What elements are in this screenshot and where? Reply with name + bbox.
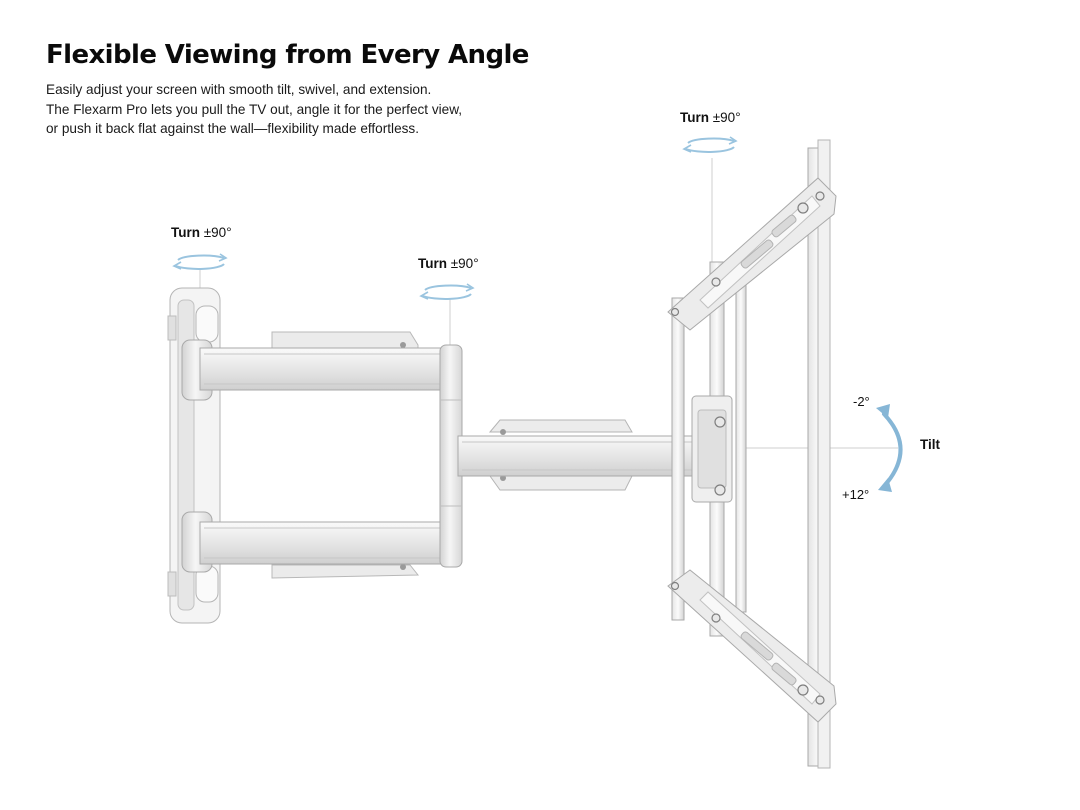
tv-frame [667,139,837,769]
description-line-1: Easily adjust your screen with smooth ti… [46,82,432,97]
tilt-down-angle: +12° [842,487,870,502]
arm-support-brackets [271,331,420,579]
tilt-label: Tilt [920,437,940,452]
upper-arms [181,339,445,573]
tilt-arrow [876,404,903,492]
tilt-up-angle: -2° [853,394,870,409]
rotation-arrow-wall-joint [172,253,228,270]
turn-callout-tv-joint: Turn ±90° [680,110,741,125]
description-line-2: The Flexarm Pro lets you pull the TV out… [46,101,463,117]
rotation-arrow-elbow-joint [419,283,475,300]
description-line-3: or push it back flat against the wall—fl… [46,121,419,136]
forearm [457,435,709,477]
forearm-bracket [488,419,633,491]
turn-word: Turn [418,256,447,271]
turn-value: ±90° [712,110,741,125]
description: Easily adjust your screen with smooth ti… [46,80,506,139]
turn-value: ±90° [203,225,232,240]
turn-word: Turn [680,110,709,125]
wall-plate [167,287,221,624]
headline: Flexible Viewing from Every Angle [46,40,529,70]
turn-callout-elbow-joint: Turn ±90° [418,256,479,271]
turn-value: ±90° [450,256,479,271]
turn-word: Turn [171,225,200,240]
turn-callout-wall-joint: Turn ±90° [171,225,232,240]
rotation-arrow-tv-joint [682,136,738,153]
